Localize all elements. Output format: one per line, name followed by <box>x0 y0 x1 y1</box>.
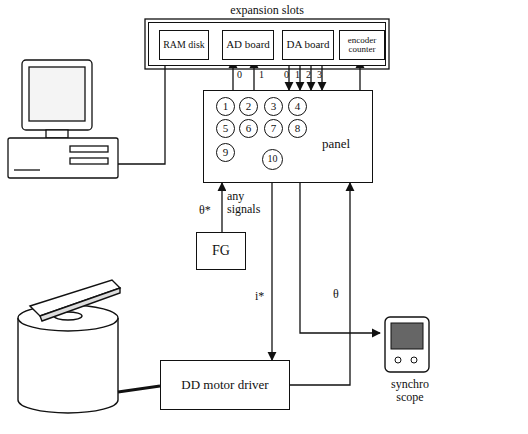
slot-rack: expansion slotsRAM diskAD boardDA boarde… <box>148 22 386 66</box>
terminal-circle: 7 <box>264 119 283 138</box>
node-label: panel <box>322 137 350 151</box>
scope-icon <box>384 316 432 374</box>
node-label: encoder counter <box>340 36 384 55</box>
node-label: FG <box>212 244 230 259</box>
board-box: RAM disk <box>159 30 209 60</box>
signal-label: 1 <box>258 70 265 81</box>
node-label: 8 <box>295 123 301 135</box>
signal-arrow <box>300 183 380 333</box>
signal-label: θ <box>332 288 340 301</box>
signal-label: θ* <box>198 204 212 217</box>
signal-label: any signals <box>226 190 268 215</box>
signal-label: 1 <box>294 70 301 81</box>
motor-cable <box>118 386 160 392</box>
signal-arrow <box>290 183 350 385</box>
signal-label: 2 <box>305 70 312 81</box>
function-generator: FG <box>196 232 246 270</box>
signal-arrow <box>221 183 222 232</box>
node-label: expansion slots <box>149 4 385 17</box>
node-label: 6 <box>246 123 252 135</box>
node-label: 7 <box>271 123 277 135</box>
computer-cable <box>118 66 165 164</box>
board-box: AD board <box>222 30 274 60</box>
driver-box: DD motor driver <box>160 360 290 410</box>
node-label: 3 <box>271 101 277 113</box>
node-label: 5 <box>223 123 229 135</box>
terminal-circle: 10 <box>262 149 283 170</box>
node-label: 1 <box>223 101 229 113</box>
node-label: 10 <box>268 154 278 165</box>
terminal-circle: 1 <box>216 97 235 116</box>
slot-outer-line <box>145 19 389 69</box>
terminal-circle: 3 <box>264 97 283 116</box>
terminal-circle: 4 <box>288 97 307 116</box>
terminal-circle: 9 <box>216 143 235 162</box>
node-label: DD motor driver <box>181 378 268 392</box>
board-box: encoder counter <box>339 30 385 60</box>
signal-label: 0 <box>283 70 290 81</box>
terminal-circle: 2 <box>239 97 258 116</box>
node-label: synchro scope <box>380 378 440 403</box>
terminal-circle: 6 <box>239 119 258 138</box>
board-box: DA board <box>282 30 334 60</box>
terminal-circle: 8 <box>288 119 307 138</box>
panel-box: panel 1 2 3 4 5 6 7 8 9 10 <box>203 90 373 183</box>
signal-label: 3 <box>316 70 323 81</box>
computer-illustration <box>8 60 118 178</box>
signal-label: 0 <box>236 70 243 81</box>
node-label: 9 <box>223 147 229 159</box>
signal-label: i* <box>254 290 265 303</box>
node-label: 4 <box>295 101 301 113</box>
node-label: 2 <box>246 101 252 113</box>
signal-arrow <box>271 183 272 360</box>
node-label: RAM disk <box>163 40 204 50</box>
terminal-circle: 5 <box>216 119 235 138</box>
node-label: AD board <box>226 39 270 51</box>
scope-node: synchro scope <box>380 316 442 406</box>
dd-motor-illustration <box>18 280 120 413</box>
node-label: DA board <box>286 39 329 51</box>
